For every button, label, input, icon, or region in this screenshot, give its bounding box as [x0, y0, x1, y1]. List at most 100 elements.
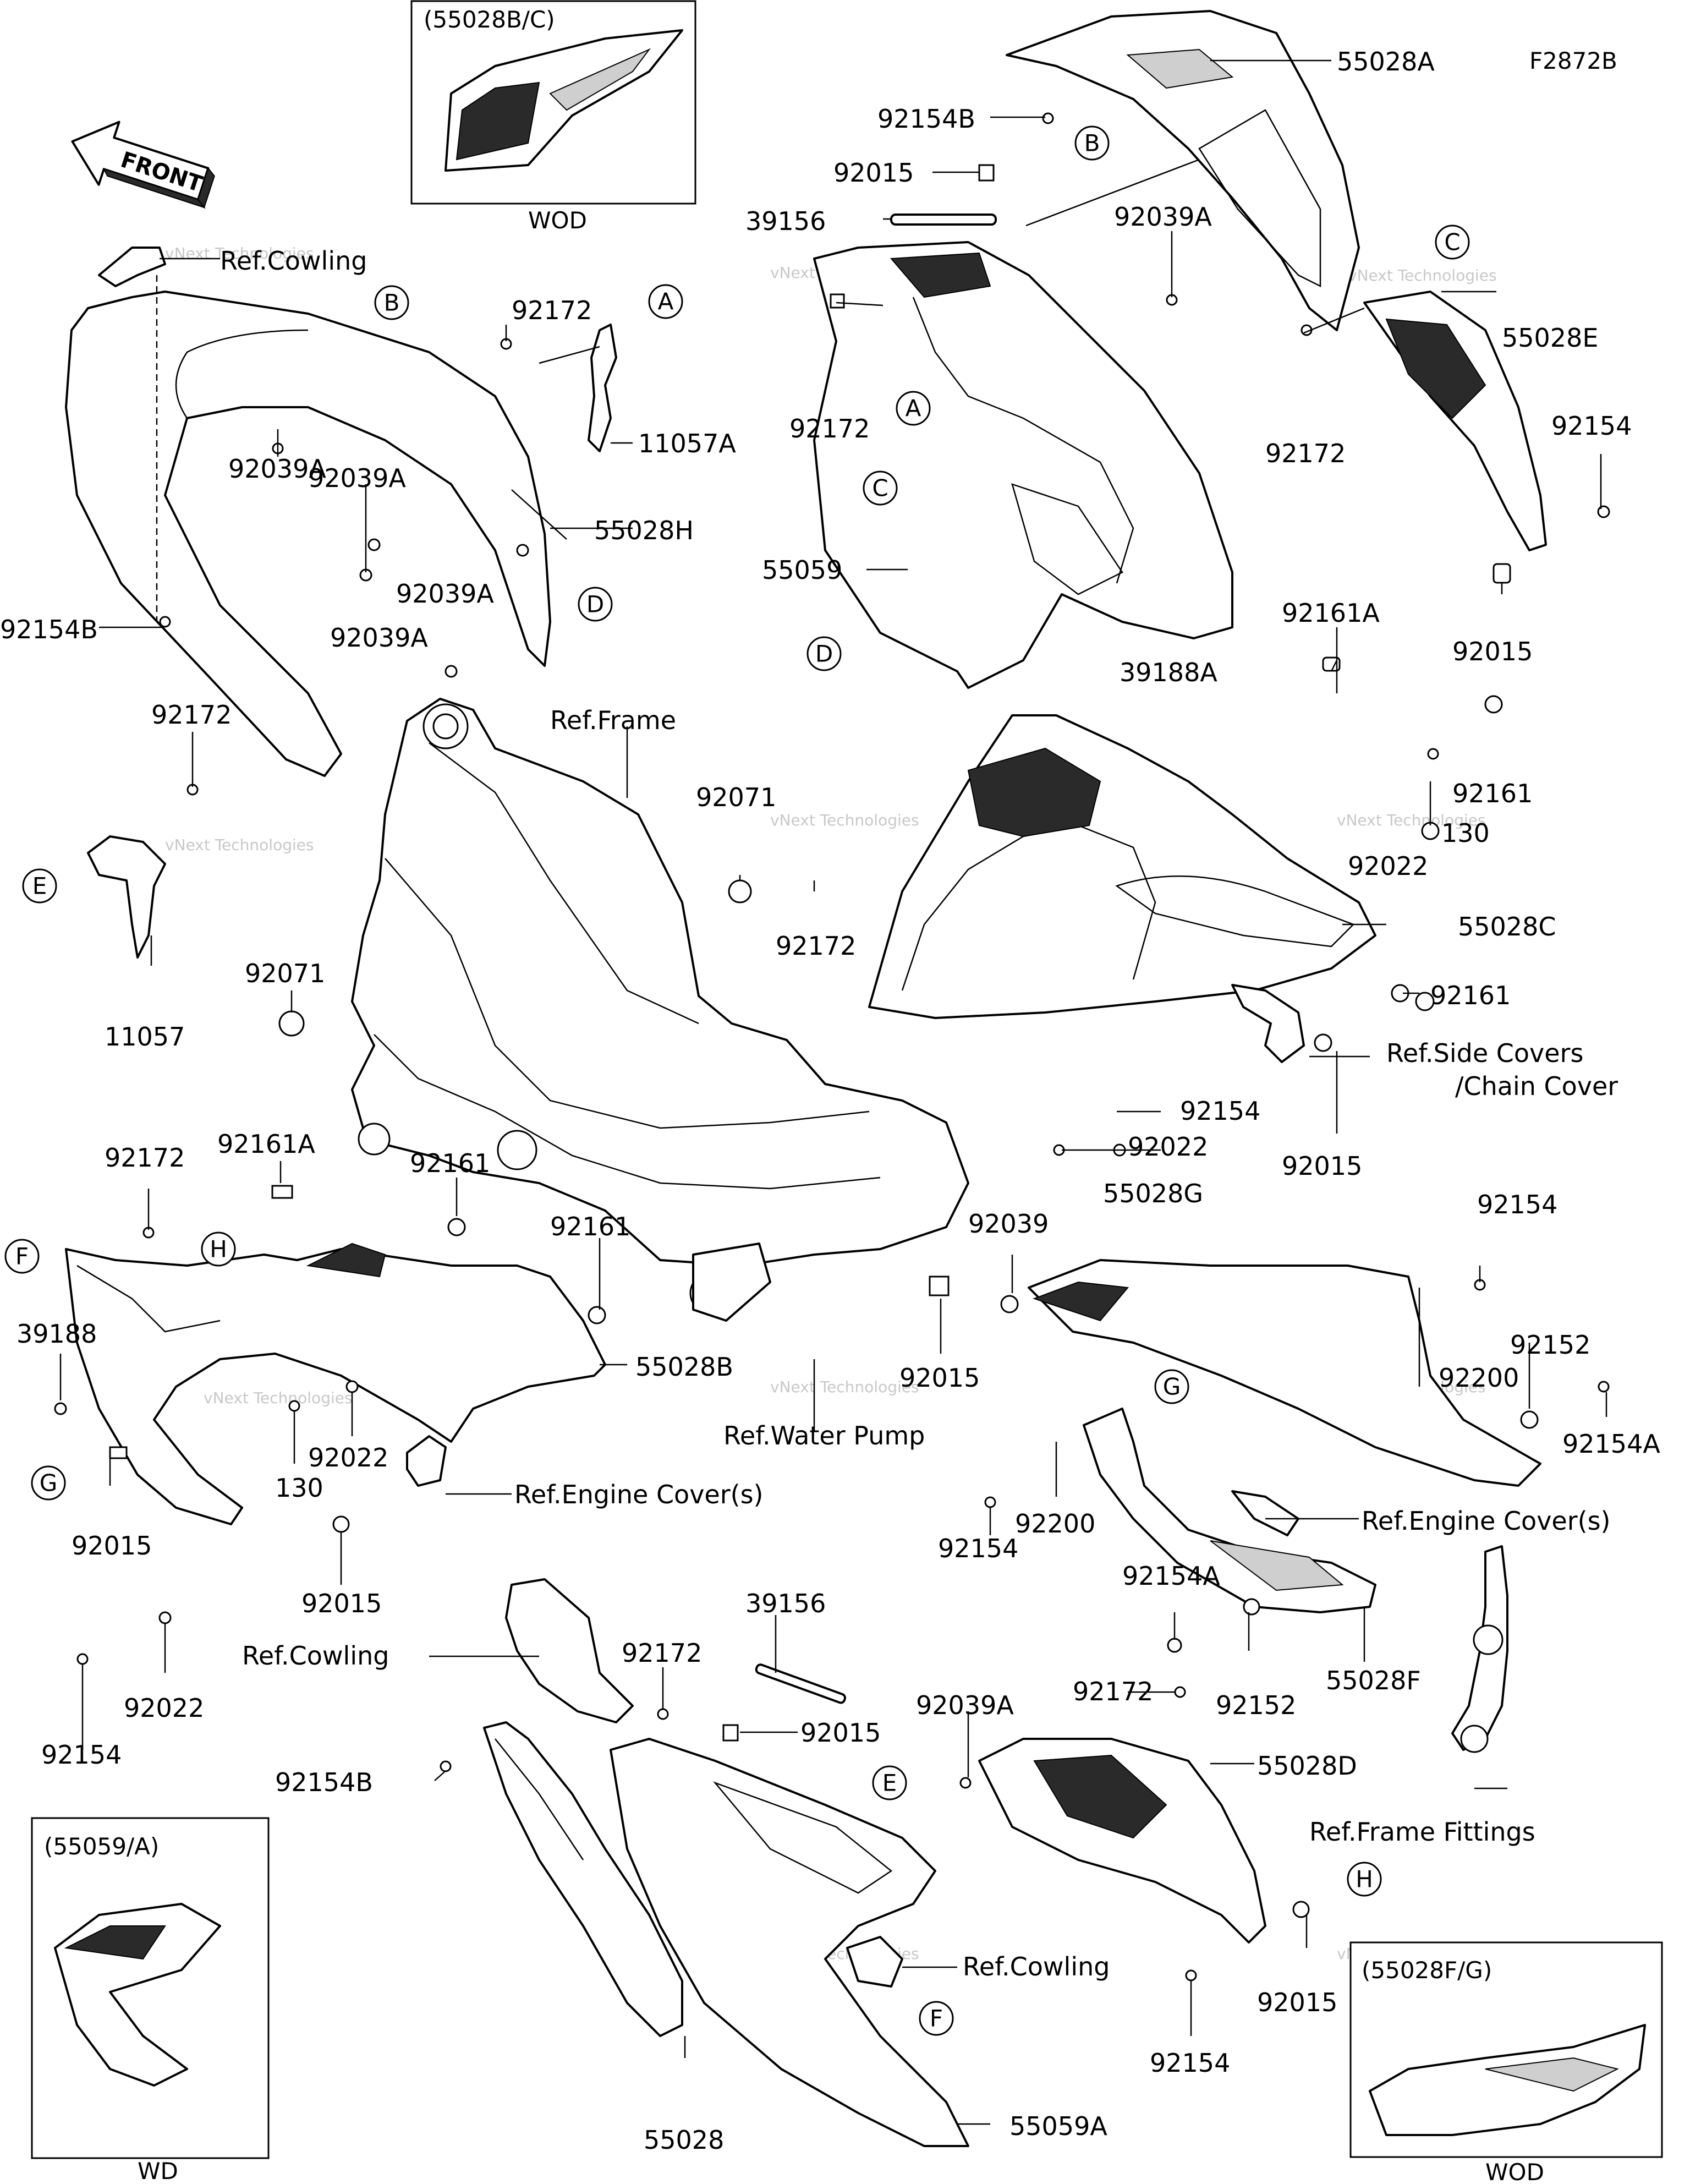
part-number-label: 92039A	[308, 463, 406, 493]
part-number-label: 92039A	[228, 454, 326, 484]
part-number-label: 55028C	[1458, 912, 1556, 942]
part-number-label: 92152	[1510, 1330, 1590, 1360]
callout-G: G	[40, 1470, 58, 1497]
part-number-label: 130	[1441, 818, 1490, 848]
callout-D: D	[586, 591, 604, 618]
part-number-label: 92161A	[1282, 598, 1380, 628]
part-number-label: 92154B	[877, 104, 975, 134]
part-number-label: 92161	[1452, 779, 1533, 808]
callout-E: E	[32, 873, 47, 900]
part-number-label: 55028H	[594, 516, 694, 545]
ref-label: Ref.Cowling	[220, 246, 367, 276]
callout-C: C	[872, 475, 888, 502]
part-number-label: 92172	[151, 700, 232, 730]
front-arrow-icon: FRONT	[71, 121, 215, 209]
inset-bottom-left: (55059/A) WD	[31, 1817, 270, 2184]
inset-bottom-right: (55028F/G) WOD	[1349, 1941, 1663, 2184]
callout-circles: A A B B C C D D E E F F G G H H	[4, 125, 1470, 2036]
part-number-label: 92154	[1150, 2048, 1230, 2078]
part-55028D-shape	[978, 1738, 1266, 1944]
rod-39156-top	[890, 214, 997, 226]
callout-B: B	[384, 289, 400, 316]
part-55028E-shape	[1363, 291, 1547, 551]
watermark-text: vNext Technologies	[770, 811, 919, 829]
watermark-text: vNext Technologies	[165, 836, 314, 854]
inset-top-caption: (55028B/C)	[424, 6, 555, 33]
inset-bl-caption: (55059/A)	[44, 1833, 159, 1860]
callout-D: D	[815, 641, 833, 667]
inset-top-footer: WOD	[528, 207, 587, 234]
part-55028A-shape	[1006, 10, 1360, 331]
callout-B: B	[1084, 130, 1100, 157]
rod-39156-bottom	[755, 1663, 847, 1704]
part-number-label: 92022	[1128, 1132, 1208, 1162]
part-55028F-shape	[1083, 1408, 1376, 1613]
part-number-label: 92039A	[396, 579, 494, 609]
callout-E: E	[882, 1770, 897, 1797]
part-number-label: 92022	[1348, 851, 1428, 881]
part-number-label: 55028D	[1257, 1751, 1357, 1781]
ref-label: Ref.Cowling	[963, 1952, 1110, 1982]
watermark-text: vNext Technologies	[204, 1389, 353, 1407]
part-55059A-shape	[610, 1738, 969, 2147]
part-number-label: 92161	[1430, 981, 1511, 1010]
part-55028G-shape	[1028, 1259, 1541, 1487]
part-number-label: 55059	[762, 555, 842, 585]
callout-H: H	[1356, 1866, 1373, 1893]
ref-cowling-bracket-top	[98, 247, 166, 287]
watermark-text: vNext Technologies	[770, 1378, 919, 1396]
part-55028-shape	[483, 1721, 683, 2037]
part-number-label: 55028B	[635, 1352, 733, 1382]
part-number-label: 92172	[776, 931, 856, 961]
inset-br-footer: WOD	[1485, 2159, 1544, 2184]
inset-bl-footer: WD	[138, 2158, 178, 2184]
ref-engine-cover-bracket-right	[1231, 1490, 1299, 1536]
ref-label: Ref.Water Pump	[723, 1421, 925, 1450]
diagram-code: F2872B	[1529, 47, 1617, 74]
part-number-label: 130	[275, 1473, 323, 1503]
bracket-11057	[87, 835, 166, 959]
part-number-label: 92172	[622, 1638, 702, 1668]
watermark-text: vNext Technologies	[1337, 811, 1486, 829]
part-number-label: 92172	[105, 1143, 185, 1173]
part-number-label: 92022	[308, 1443, 388, 1473]
part-55028C-shape	[868, 714, 1376, 1019]
frame-shape	[350, 697, 970, 1322]
part-number-label: 92015	[833, 158, 914, 188]
part-number-label: 11057	[105, 1022, 185, 1052]
ref-cowling-bracket-bottom-left	[505, 1578, 634, 1723]
leader-lines	[59, 59, 1607, 2125]
part-number-label: 92200	[1439, 1363, 1519, 1393]
part-number-label: 92039A	[1114, 202, 1212, 232]
callout-C: C	[1444, 229, 1460, 256]
part-number-label: 92015	[1282, 1151, 1362, 1181]
part-number-label: 92152	[1216, 1690, 1296, 1720]
part-number-label: 92154B	[0, 615, 98, 644]
part-number-label: 92015	[301, 1589, 382, 1618]
part-number-label: 92161	[550, 1212, 630, 1241]
part-number-label: 92154B	[275, 1767, 373, 1797]
bracket-11057A	[588, 324, 617, 452]
part-55059-shape	[813, 241, 1233, 689]
part-number-label: 92154	[41, 1740, 122, 1770]
ref-label: Ref.Engine Cover(s)	[514, 1480, 764, 1509]
part-number-label: 55028	[644, 2125, 724, 2155]
ref-label: Ref.Cowling	[242, 1641, 389, 1671]
part-number-label: 92039	[968, 1209, 1049, 1239]
part-number-label: 92154	[1551, 411, 1632, 441]
part-number-label: 55028A	[1337, 47, 1435, 76]
part-number-label: 92161	[410, 1148, 490, 1178]
part-number-label: 92039A	[330, 623, 428, 653]
reference-labels: Ref.Cowling Ref.Frame Ref.Side Covers /C…	[220, 246, 1618, 1982]
part-number-label: 39156	[745, 206, 826, 236]
part-number-label: 55028F	[1326, 1666, 1421, 1695]
inset-br-caption: (55028F/G)	[1362, 1957, 1492, 1984]
part-number-label: 92154	[938, 1534, 1018, 1563]
watermark-text: vNext Technologies	[1348, 266, 1497, 284]
ref-engine-cover-bracket-left	[406, 1435, 447, 1487]
part-number-label: 55028E	[1502, 323, 1598, 353]
part-number-label: 92154A	[1562, 1429, 1660, 1459]
ref-label: Ref.Frame Fittings	[1309, 1817, 1535, 1847]
part-55028H-shape	[65, 291, 551, 777]
